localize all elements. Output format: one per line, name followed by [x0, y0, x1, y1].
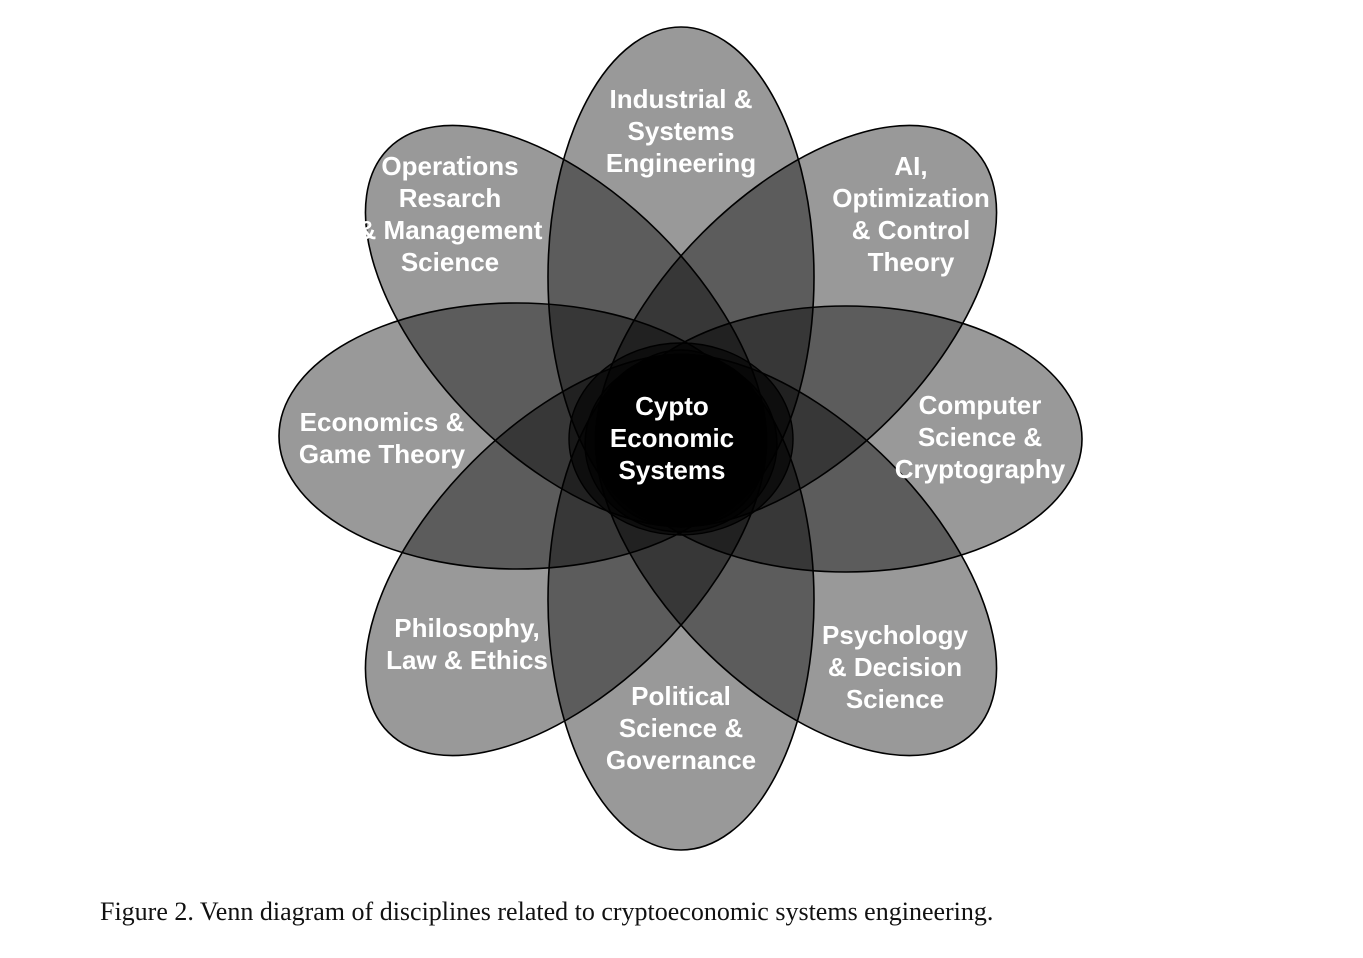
figure-caption: Figure 2. Venn diagram of disciplines re… [100, 897, 994, 926]
set-computer-science-label-line-2: Science & [918, 422, 1042, 452]
set-psychology-label-line-3: Science [846, 684, 944, 714]
center-label-line-2: Economic [610, 423, 734, 453]
set-political-label-line-1: Political [631, 681, 731, 711]
set-political-label-line-2: Science & [619, 713, 743, 743]
set-political-label-line-3: Governance [606, 745, 756, 775]
set-economics-label-line-1: Economics & [300, 407, 465, 437]
set-philosophy-label-line-1: Philosophy, [394, 613, 539, 643]
set-computer-science-label-line-3: Cryptography [895, 454, 1066, 484]
center-overlap-disc-3 [596, 354, 766, 524]
set-ai-label-line-3: & Control [852, 215, 970, 245]
set-economics-label: Economics &Game Theory [299, 407, 466, 469]
set-industrial-label-line-2: Systems [628, 116, 735, 146]
center-label-line-3: Systems [619, 455, 726, 485]
set-economics-label-line-2: Game Theory [299, 439, 466, 469]
set-ai-label-line-2: Optimization [832, 183, 989, 213]
set-psychology-label-line-2: & Decision [828, 652, 962, 682]
set-ai-label-line-4: Theory [868, 247, 955, 277]
venn-center-overlap [568, 342, 794, 536]
set-philosophy-label-line-2: Law & Ethics [386, 645, 548, 675]
set-computer-science-label-line-1: Computer [919, 390, 1042, 420]
set-industrial-label-line-3: Engineering [606, 148, 756, 178]
set-operations-label-line-1: Operations [381, 151, 518, 181]
center-label-line-1: Cypto [635, 391, 709, 421]
set-operations-label-line-3: & Management [358, 215, 543, 245]
set-operations-label-line-2: Resarch [399, 183, 502, 213]
set-psychology-label-line-1: Psychology [822, 620, 968, 650]
set-operations-label-line-4: Science [401, 247, 499, 277]
set-industrial-label-line-1: Industrial & [609, 84, 752, 114]
set-ai-label-line-1: AI, [894, 151, 927, 181]
set-philosophy-label: Philosophy,Law & Ethics [386, 613, 548, 675]
